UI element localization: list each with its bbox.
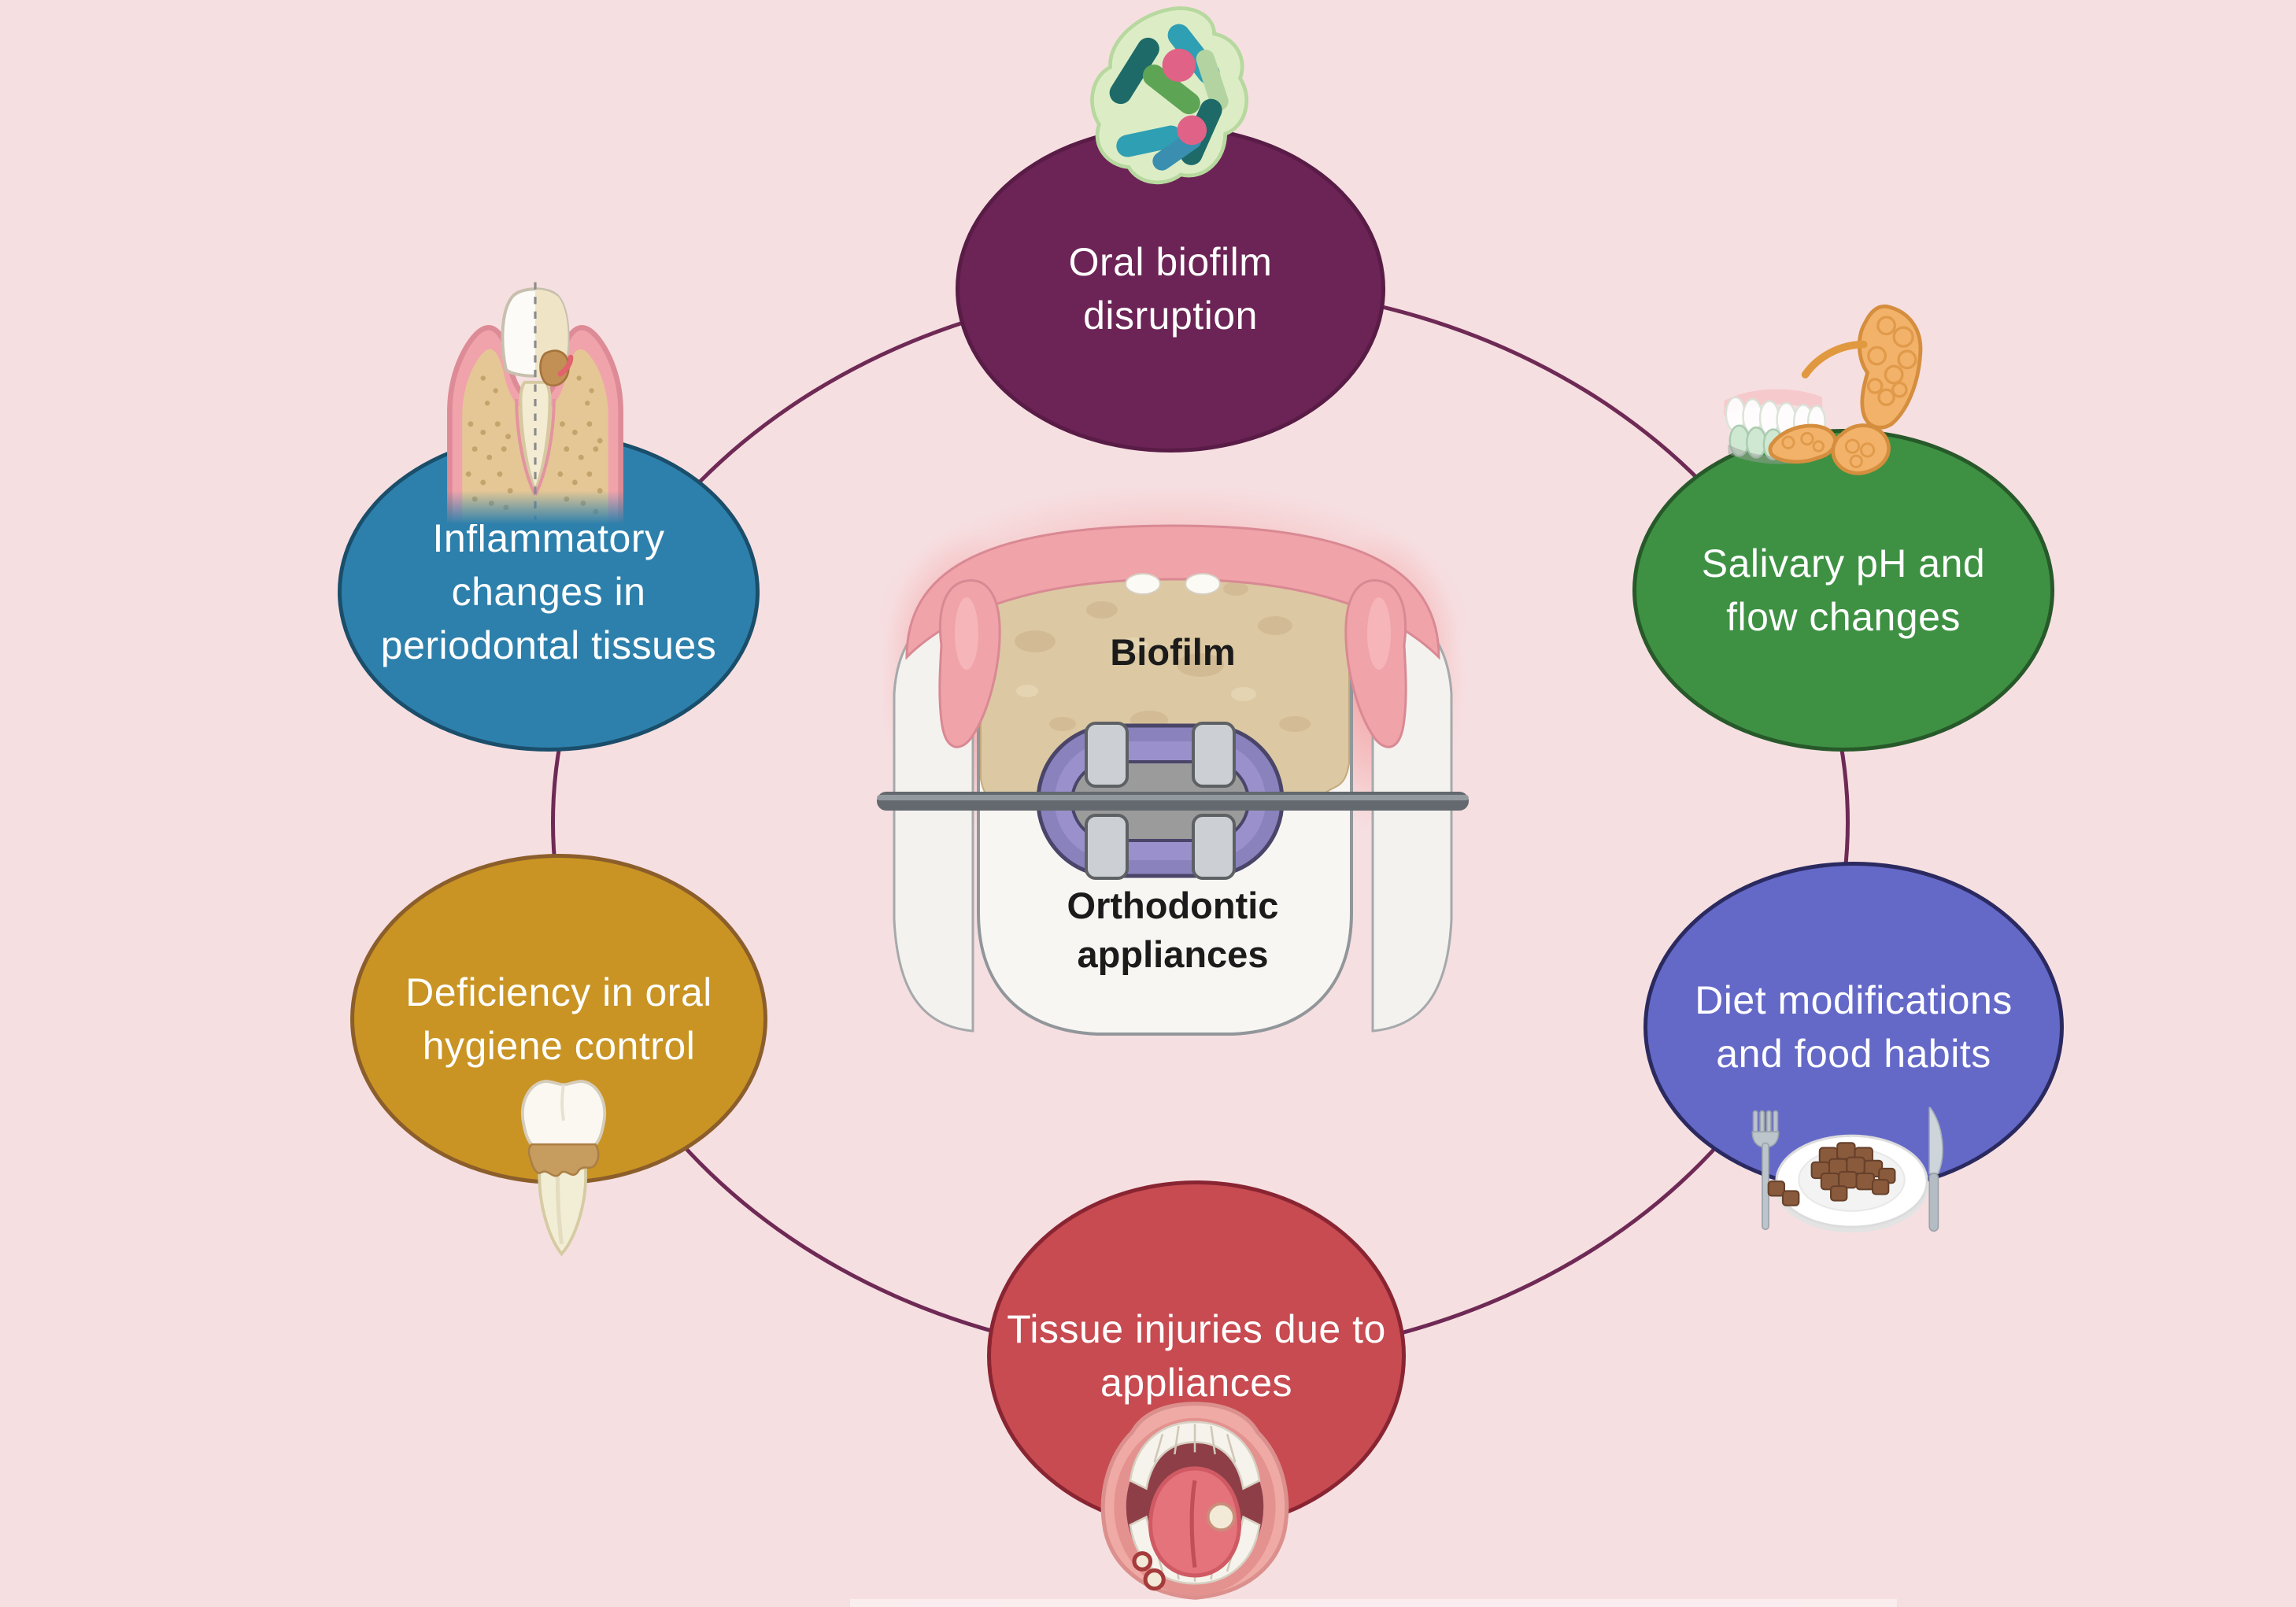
node-label-salivary-ph-and-flow-changes: Salivary pH and flow changes <box>1701 541 1986 639</box>
fork-icon <box>1751 1110 1780 1231</box>
gingiva-band <box>905 524 1440 660</box>
node-label-diet-modifications-and-food-habits: Diet modifications and food habits <box>1695 978 2013 1076</box>
food-cubes <box>1767 1142 1896 1206</box>
mouth-ulcers-icon <box>1088 1399 1302 1602</box>
tooth-with-braces-illustration: Biofilm Orthodontic appliances <box>866 488 1480 1125</box>
node-tissue-injuries-due-to-appliances: Tissue injuries due to appliances <box>987 1180 1406 1531</box>
node-label-inflammatory-changes-in-periodontal-tissues: Inflammatory changes in periodontal tiss… <box>380 516 717 667</box>
knife-icon <box>1928 1106 1943 1232</box>
node-label-deficiency-in-oral-hygiene-control: Deficiency in oral hygiene control <box>405 970 712 1068</box>
periodontal-cross-section-icon <box>441 274 630 524</box>
archwire <box>877 792 1469 811</box>
node-label-oral-biofilm-disruption: Oral biofilm disruption <box>1068 240 1273 338</box>
food-plate-icon <box>1740 1090 1964 1257</box>
biofilm-label: Biofilm <box>1110 631 1236 673</box>
node-salivary-ph-and-flow-changes: Salivary pH and flow changes <box>1632 429 2054 752</box>
node-label-tissue-injuries-due-to-appliances: Tissue injuries due to appliances <box>1007 1307 1386 1405</box>
orthodontic-appliances-label: Orthodontic appliances <box>1067 885 1279 976</box>
figure-bottom-edge <box>850 1599 1897 1607</box>
salivary-glands-icon <box>1720 303 1928 484</box>
bacteria-cluster-icon <box>1086 4 1253 190</box>
decayed-tooth-icon <box>505 1069 622 1264</box>
